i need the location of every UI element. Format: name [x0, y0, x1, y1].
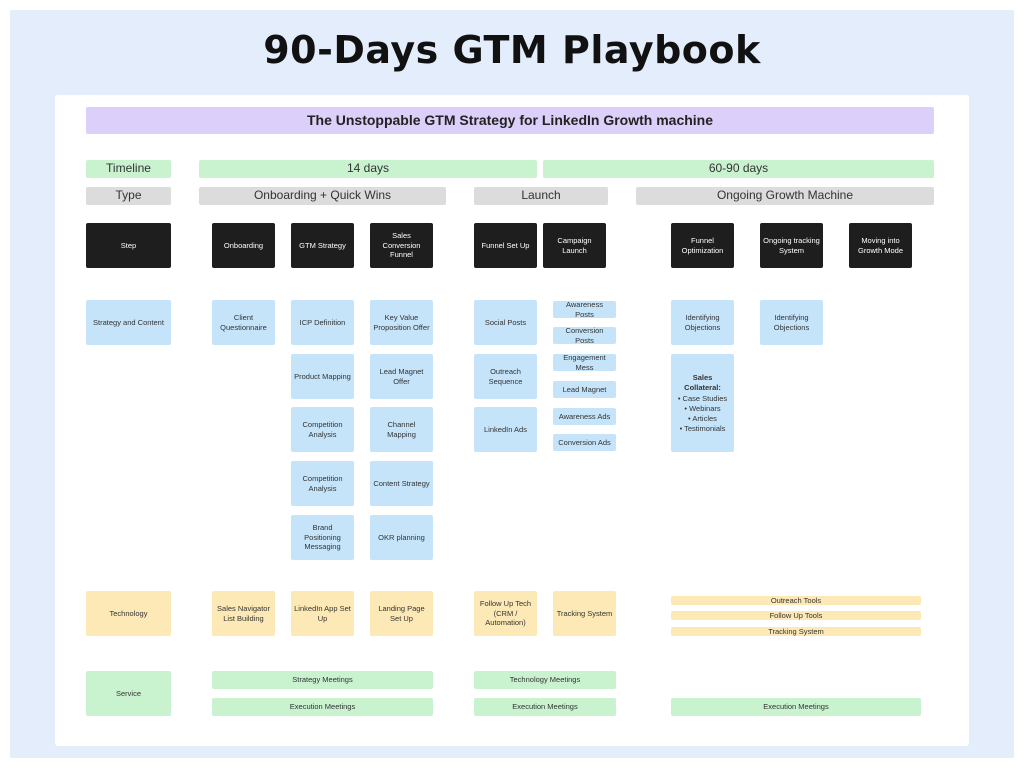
step-funnel-set-up: Funnel Set Up [474, 223, 537, 268]
card-client-questionnaire: Client Questionnaire [212, 300, 275, 345]
step-campaign-launch: Campaign Launch [543, 223, 606, 268]
timeline-label: Timeline [86, 160, 171, 178]
card-lead-magnet-offer: Lead Magnet Offer [370, 354, 433, 399]
card-identifying-objections-1: Identifying Objections [671, 300, 734, 345]
card-strategy-meetings: Strategy Meetings [212, 671, 433, 689]
card-tracking-system-2: Tracking System [671, 627, 921, 636]
timeline-phase-14-days: 14 days [199, 160, 537, 178]
timeline-phase-60-90-days: 60-90 days [543, 160, 934, 178]
card-awareness-posts: Awareness Posts [553, 300, 616, 319]
sales-collateral-item: Case Studies [678, 394, 728, 404]
card-lead-magnet: Lead Magnet [553, 381, 616, 398]
sales-collateral-item: Testimonials [678, 424, 727, 434]
card-content-strategy: Content Strategy [370, 461, 433, 506]
step-sales-conversion-funnel: Sales Conversion Funnel [370, 223, 433, 268]
card-execution-meetings-2: Execution Meetings [474, 698, 616, 716]
page-title: 90-Days GTM Playbook [263, 28, 761, 72]
strategy-content-label: Strategy and Content [86, 300, 171, 345]
service-label: Service [86, 671, 171, 716]
sales-collateral-title: Sales Collateral: [684, 372, 721, 392]
type-launch: Launch [474, 187, 608, 205]
step-ongoing-tracking-system: Ongoing tracking System [760, 223, 823, 268]
step-label: Step [86, 223, 171, 268]
card-follow-up-tech: Follow Up Tech (CRM / Automation) [474, 591, 537, 636]
type-label: Type [86, 187, 171, 205]
banner-title: The Unstoppable GTM Strategy for LinkedI… [86, 107, 934, 134]
type-onboarding-quick-wins: Onboarding + Quick Wins [199, 187, 446, 205]
card-channel-mapping: Channel Mapping [370, 407, 433, 452]
card-outreach-sequence: Outreach Sequence [474, 354, 537, 399]
card-okr-planning: OKR planning [370, 515, 433, 560]
card-execution-meetings-1: Execution Meetings [212, 698, 433, 716]
card-conversion-ads: Conversion Ads [553, 434, 616, 451]
card-sales-navigator: Sales Navigator List Building [212, 591, 275, 636]
card-engagement-mess: Engagement Mess [553, 353, 616, 372]
card-linkedin-app-set-up: LinkedIn App Set Up [291, 591, 354, 636]
sales-collateral-item: Articles [678, 414, 727, 424]
card-brand-positioning: Brand Positioning Messaging [291, 515, 354, 560]
card-product-mapping: Product Mapping [291, 354, 354, 399]
technology-label: Technology [86, 591, 171, 636]
step-growth-mode: Moving into Growth Mode [849, 223, 912, 268]
card-sales-collateral: Sales Collateral: Case Studies Webinars … [671, 354, 734, 452]
card-icp-definition: ICP Definition [291, 300, 354, 345]
sales-collateral-list: Case Studies Webinars Articles Testimoni… [678, 394, 728, 434]
playbook-board: The Unstoppable GTM Strategy for LinkedI… [55, 95, 969, 746]
card-outreach-tools: Outreach Tools [671, 596, 921, 605]
card-competition-analysis-1: Competition Analysis [291, 407, 354, 452]
card-execution-meetings-3: Execution Meetings [671, 698, 921, 716]
card-competition-analysis-2: Competition Analysis [291, 461, 354, 506]
card-linkedin-ads: LinkedIn Ads [474, 407, 537, 452]
card-identifying-objections-2: Identifying Objections [760, 300, 823, 345]
step-onboarding: Onboarding [212, 223, 275, 268]
card-awareness-ads: Awareness Ads [553, 408, 616, 425]
card-landing-page-set-up: Landing Page Set Up [370, 591, 433, 636]
card-tracking-system: Tracking System [553, 591, 616, 636]
step-gtm-strategy: GTM Strategy [291, 223, 354, 268]
type-ongoing-growth-machine: Ongoing Growth Machine [636, 187, 934, 205]
step-funnel-optimization: Funnel Optimization [671, 223, 734, 268]
card-conversion-posts: Conversion Posts [553, 326, 616, 345]
card-key-value-proposition: Key Value Proposition Offer [370, 300, 433, 345]
card-technology-meetings: Technology Meetings [474, 671, 616, 689]
card-social-posts: Social Posts [474, 300, 537, 345]
sales-collateral-item: Webinars [678, 404, 727, 414]
card-follow-up-tools: Follow Up Tools [671, 611, 921, 620]
